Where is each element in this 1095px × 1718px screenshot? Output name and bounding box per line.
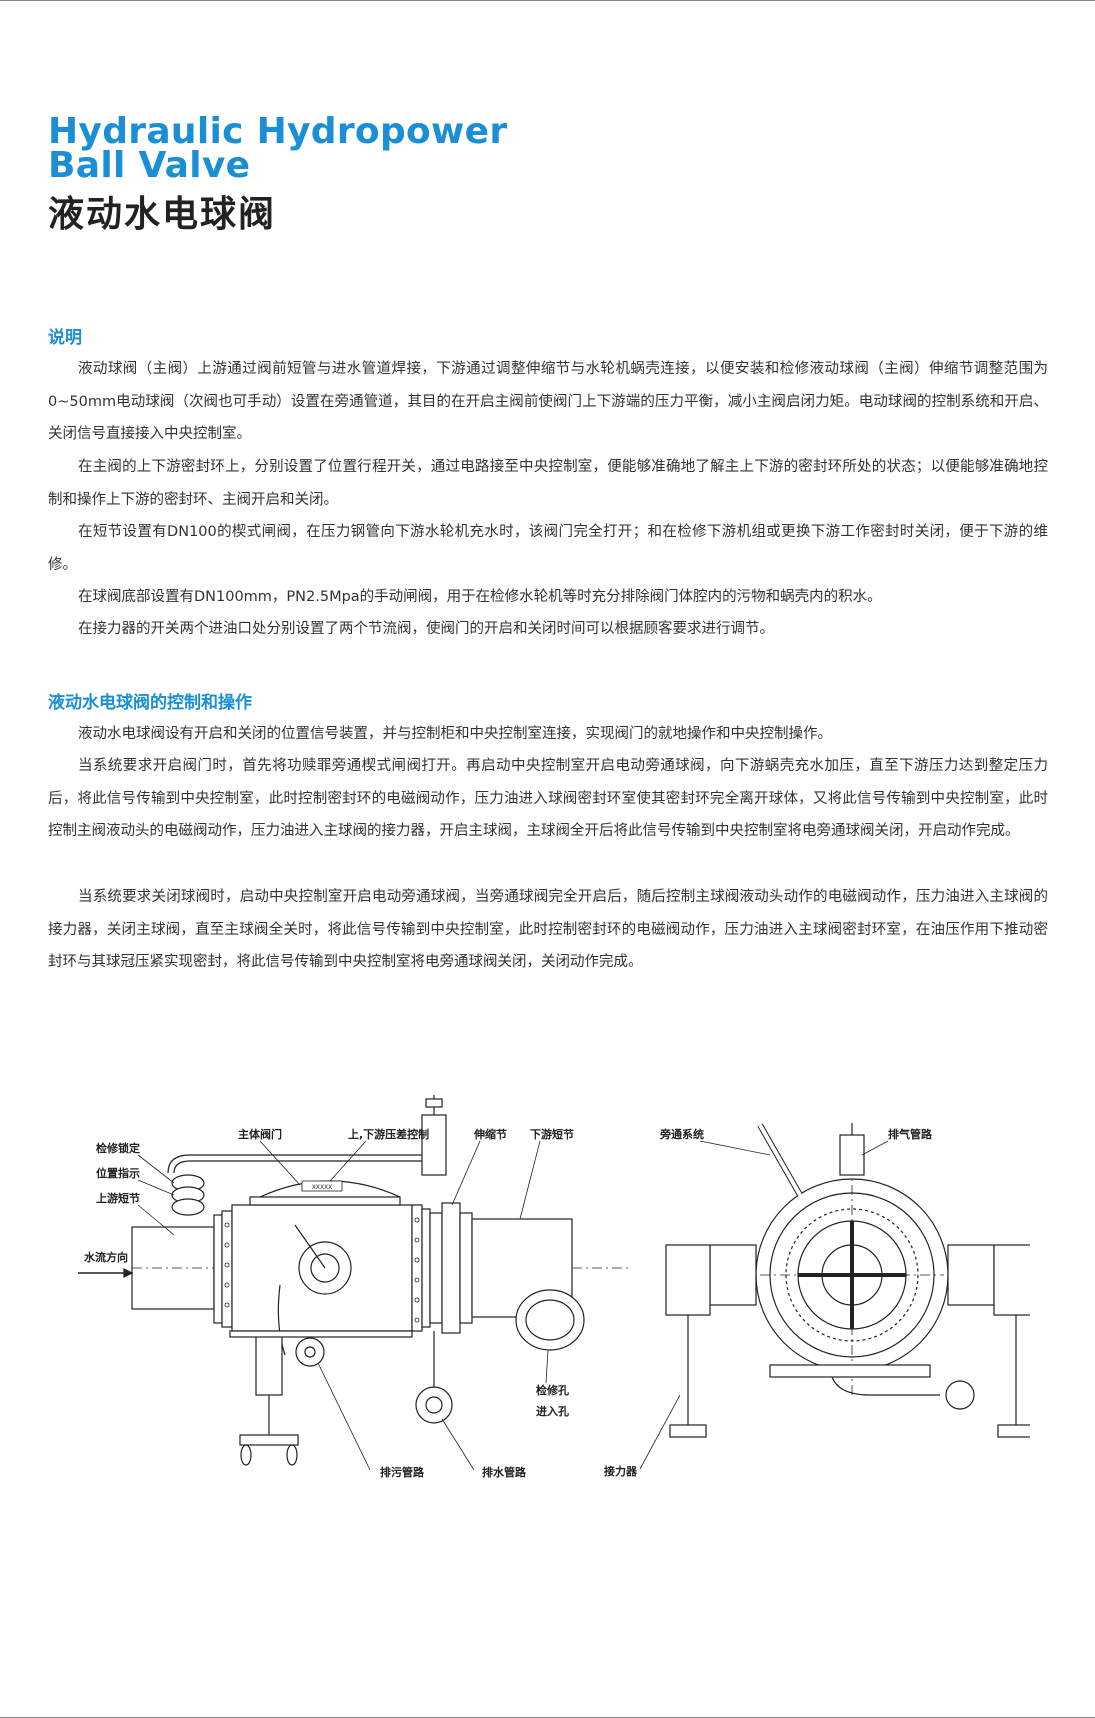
title-english: Hydraulic Hydropower Ball Valve	[48, 114, 507, 186]
section-heading-control: 液动水电球阀的控制和操作	[48, 693, 252, 713]
label-maintenance-lock: 检修锁定	[96, 1141, 140, 1155]
label-position-indicator: 位置指示	[96, 1166, 140, 1180]
label-actuator: 接力器	[604, 1464, 638, 1478]
paragraph: 在主阀的上下游密封环上，分别设置了位置行程开关，通过电路接至中央控制室，便能够准…	[48, 459, 1048, 508]
label-sewage-pipe: 排污管路	[380, 1465, 425, 1479]
paragraph: 在球阀底部设置有DN100mm，PN2.5Mpa的手动闸阀，用于在检修水轮机等时…	[78, 589, 882, 605]
label-inspection-hole: 检修孔	[536, 1383, 569, 1397]
end-view	[665, 1123, 1030, 1438]
label-exhaust-pipe: 排气管路	[888, 1127, 933, 1141]
paragraph: 在接力器的开关两个进油口处分别设置了两个节流阀，使阀门的开启和关闭时间可以根据顾…	[78, 621, 774, 637]
paragraph: 液动球阀（主阀）上游通过阀前短管与进水管道焊接，下游通过调整伸缩节与水轮机蜗壳连…	[48, 361, 1048, 443]
top-rule	[0, 0, 1095, 1]
valve-technical-drawing: XXXXX	[78, 1095, 1030, 1479]
label-upstream-short-pipe: 上游短节	[96, 1191, 140, 1205]
label-downstream-short-pipe: 下游短节	[530, 1127, 574, 1141]
label-bypass-system: 旁通系统	[659, 1127, 704, 1141]
label-expansion-joint: 伸缩节	[473, 1127, 507, 1141]
label-main-valve: 主体阀门	[238, 1127, 282, 1141]
nameplate-text: XXXXX	[312, 1184, 333, 1191]
paragraph: 在短节设置有DN100的楔式闸阀，在压力钢管向下游水轮机充水时，该阀门完全打开；…	[48, 524, 1048, 573]
side-view: XXXXX	[78, 1095, 630, 1466]
label-drain-pipe: 排水管路	[482, 1465, 527, 1479]
title-chinese: 液动水电球阀	[48, 194, 277, 235]
paragraph: 当系统要求开启阀门时，首先将功赎罪旁通楔式闸阀打开。再启动中央控制室开启电动旁通…	[48, 758, 1048, 840]
label-flow-direction: 水流方向	[84, 1250, 128, 1264]
paragraph: 当系统要求关闭球阀时，启动中央控制室开启电动旁通球阀，当旁通球阀完全开启后，随后…	[48, 889, 1048, 971]
label-pressure-diff-control: 上,下游压差控制	[348, 1127, 429, 1141]
callouts: 检修锁定 位置指示 上游短节 水流方向 主体阀门 上,下游压差控制 伸缩节 下游…	[84, 1127, 933, 1479]
paragraph: 液动水电球阀设有开启和关闭的位置信号装置，并与控制柜和中央控制室连接，实现阀门的…	[78, 726, 832, 742]
section-heading-description: 说明	[48, 328, 82, 348]
title-english-line2: Ball Valve	[48, 145, 251, 186]
label-inlet-hole: 进入孔	[536, 1404, 569, 1418]
title-english-line1: Hydraulic Hydropower	[48, 111, 508, 152]
